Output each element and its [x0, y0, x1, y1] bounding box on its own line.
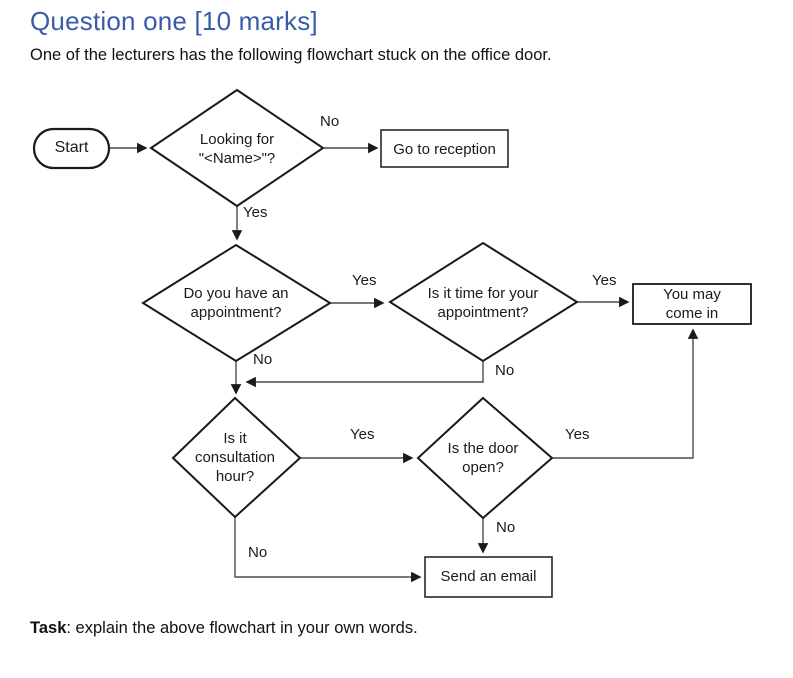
flow-shapes	[32, 88, 752, 598]
go-to-reception-label: Go to reception	[393, 141, 496, 158]
edge-label-door-yes: Yes	[565, 426, 590, 443]
start-terminator-shape	[32, 127, 111, 170]
consultation-hour-line1: Is it	[223, 430, 247, 447]
looking-for-line1: Looking for	[199, 131, 275, 148]
edge-label-looking-no: No	[320, 113, 340, 130]
time-for-appointment-line2: appointment?	[437, 304, 529, 321]
door-open-line1: Is the door	[447, 440, 519, 457]
go-to-reception-box-shape	[380, 129, 509, 168]
have-appointment-line2: appointment?	[190, 304, 282, 321]
consultation-hour-decision-shape	[171, 396, 302, 519]
looking-for-line2: "<Name>"?	[198, 150, 276, 167]
edge-consultation-no-to-email	[234, 517, 422, 583]
you-may-come-in-line2: come in	[665, 305, 719, 322]
edge-label-looking-yes: Yes	[243, 204, 268, 221]
consultation-hour-line2: consultation	[194, 449, 276, 466]
flow-connectors	[109, 142, 699, 583]
task-label: Task	[30, 619, 67, 637]
edge-label-consultation-yes: Yes	[350, 426, 375, 443]
question-title: Question one [10 marks]	[30, 6, 318, 36]
send-an-email-label: Send an email	[440, 568, 537, 585]
send-an-email-box-shape	[424, 556, 553, 598]
have-appointment-node-label: Do you have an appointment?	[146, 284, 326, 322]
door-open-node-label: Is the door open?	[415, 439, 551, 477]
looking-for-decision-shape	[149, 88, 325, 208]
you-may-come-in-label: You may come in	[633, 285, 751, 323]
edge-door-yes-to-comein	[552, 328, 699, 459]
time-for-appointment-node-label: Is it time for your appointment?	[393, 284, 573, 322]
looking-for-node-label: Looking for "<Name>"?	[157, 130, 317, 168]
edge-label-door-no: No	[496, 519, 516, 536]
consultation-hour-line3: hour?	[215, 468, 255, 485]
edge-label-appointment-yes: Yes	[352, 272, 377, 289]
you-may-come-in-line1: You may	[663, 286, 721, 303]
task-rest: : explain the above flowchart in your ow…	[66, 619, 418, 637]
have-appointment-line1: Do you have an	[183, 285, 289, 302]
time-for-appointment-line1: Is it time for your	[427, 285, 539, 302]
intro-text: One of the lecturers has the following f…	[30, 46, 552, 64]
edge-label-consultation-no: No	[248, 544, 268, 561]
edge-label-time-no: No	[495, 362, 515, 379]
edge-label-appointment-no: No	[253, 351, 273, 368]
edge-time-no-return	[245, 361, 484, 388]
door-open-decision-shape	[416, 396, 554, 520]
consultation-hour-node-label: Is it consultation hour?	[175, 429, 295, 486]
time-for-appointment-decision-shape	[388, 241, 579, 363]
task-text: Task: explain the above flowchart in you…	[30, 619, 418, 638]
edge-label-time-yes: Yes	[592, 272, 617, 289]
you-may-come-in-box-shape	[632, 283, 752, 325]
start-node-label: Start	[54, 139, 89, 156]
door-open-line2: open?	[462, 459, 504, 476]
have-appointment-decision-shape	[141, 243, 332, 363]
